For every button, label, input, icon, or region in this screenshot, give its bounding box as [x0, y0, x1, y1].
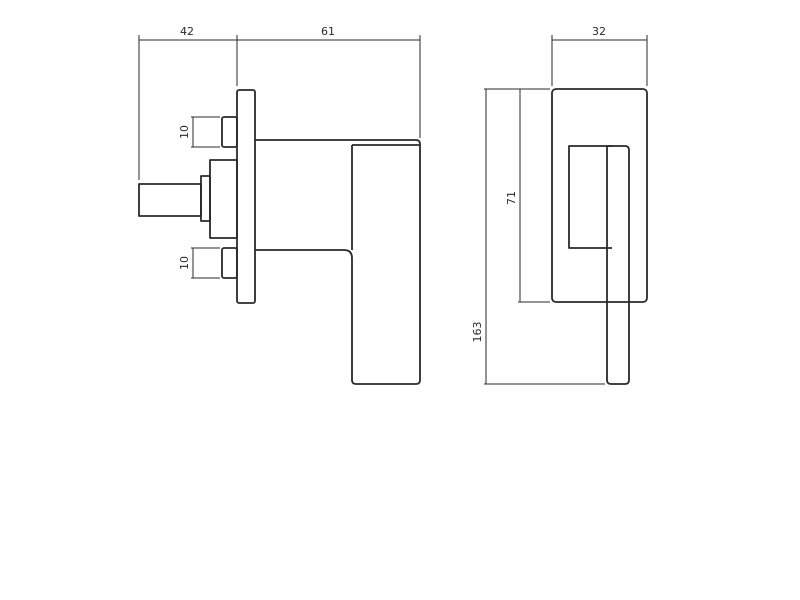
dim-handle-projection: 61 — [321, 25, 335, 38]
spindle-collar-outer — [200, 175, 211, 222]
rose-plate-front — [551, 88, 648, 303]
dim-screw-top: 10 — [178, 125, 191, 139]
fixing-screw-bottom — [221, 247, 238, 279]
dimension-lines — [138, 35, 648, 385]
dim-spindle-length: 42 — [180, 25, 194, 38]
spindle-square-bar — [138, 183, 202, 217]
dim-rose-width: 32 — [592, 25, 606, 38]
spindle-collar-inner — [209, 159, 238, 239]
front-view — [551, 88, 648, 385]
dim-screw-bottom: 10 — [178, 256, 191, 270]
side-view — [138, 89, 421, 385]
rose-plate-side — [236, 89, 256, 304]
lever-body-side — [255, 139, 421, 385]
dim-rose-height: 71 — [505, 191, 518, 205]
rose-recess — [568, 145, 612, 249]
dim-overall-length: 163 — [471, 322, 484, 343]
dimension-labels: 42 61 10 10 32 71 163 — [178, 25, 606, 343]
lever-front — [606, 145, 630, 385]
fixing-screw-top — [221, 116, 238, 148]
